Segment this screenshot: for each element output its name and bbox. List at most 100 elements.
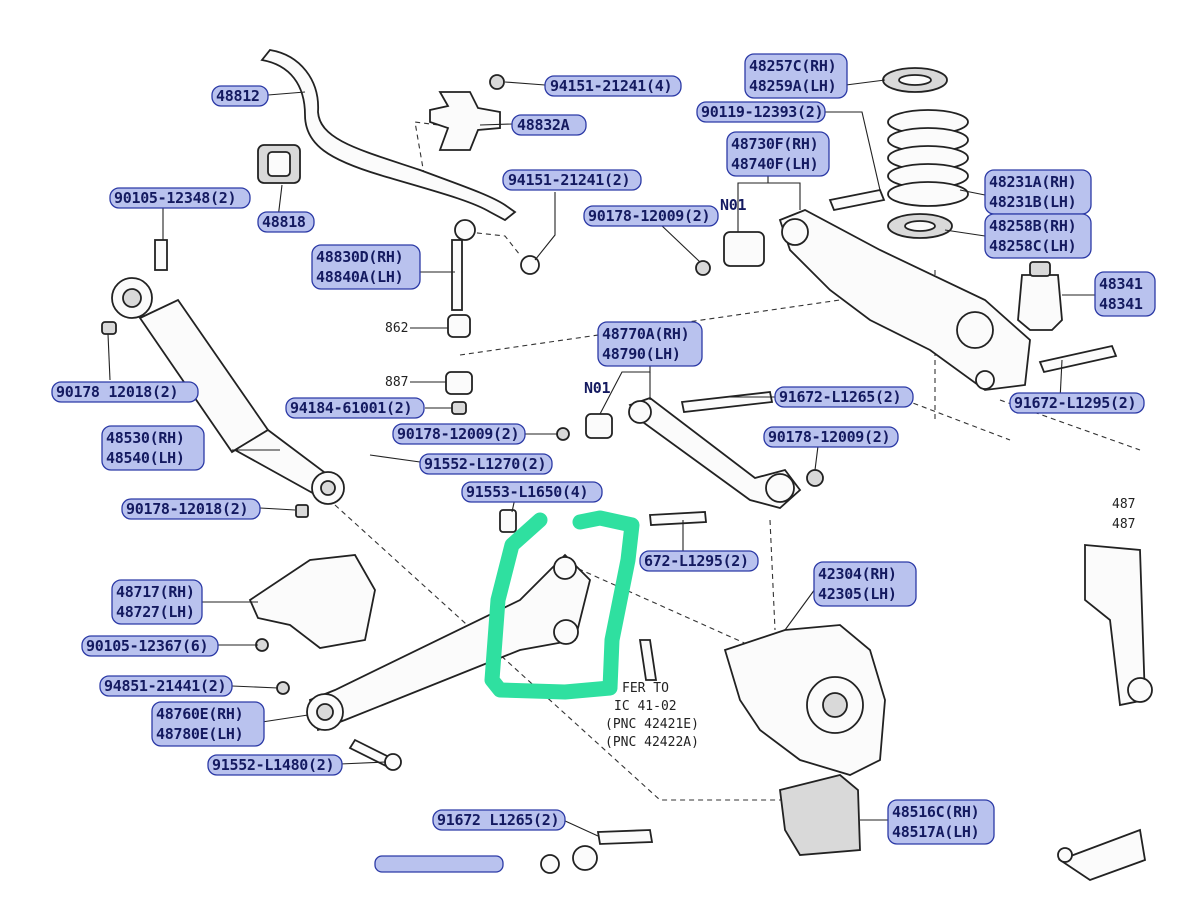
svg-text:(PNC 42421E): (PNC 42421E) xyxy=(605,717,699,732)
label-91552-l1480[interactable]: 91552-L1480(2) xyxy=(207,754,343,776)
svg-text:48717(RH): 48717(RH) xyxy=(116,583,195,601)
label-48341[interactable]: 48341 48341 xyxy=(1094,271,1156,317)
label-91672-l1295-right[interactable]: 91672-L1295(2) xyxy=(1009,392,1145,414)
label-90178-12018-lower[interactable]: 90178-12018(2) xyxy=(121,498,261,520)
label-48257c-48259a[interactable]: 48257C(RH) 48259A(LH) xyxy=(744,53,848,99)
svg-text:48257C(RH): 48257C(RH) xyxy=(749,57,836,75)
svg-text:90178-12009(2): 90178-12009(2) xyxy=(397,425,519,443)
svg-text:48812: 48812 xyxy=(216,87,260,105)
label-887: 887 xyxy=(385,375,408,390)
label-90178-12018-upper[interactable]: 90178 12018(2) xyxy=(51,381,199,403)
label-862: 862 xyxy=(385,321,408,336)
svg-text:48516C(RH): 48516C(RH) xyxy=(892,803,979,821)
highlight-marker xyxy=(484,510,640,700)
stabilizer-bar xyxy=(260,49,517,222)
svg-text:48341: 48341 xyxy=(1099,295,1143,313)
svg-text:N01: N01 xyxy=(584,379,610,397)
svg-text:IC 41-02: IC 41-02 xyxy=(614,699,677,714)
svg-text:48832A: 48832A xyxy=(517,116,570,134)
svg-text:94184-61001(2): 94184-61001(2) xyxy=(290,399,412,417)
label-48760e-48780e[interactable]: 48760E(RH) 48780E(LH) xyxy=(151,701,265,747)
arm-bracket xyxy=(248,554,376,649)
svg-text:862: 862 xyxy=(385,321,408,336)
parts xyxy=(101,49,1153,882)
label-48516c-48517a[interactable]: 48516C(RH) 48517A(LH) xyxy=(887,799,995,845)
svg-text:91672-L1265(2): 91672-L1265(2) xyxy=(779,388,901,406)
stabilizer-bracket xyxy=(429,91,501,151)
label-48231a-48231b[interactable]: 48231A(RH) 48231B(LH) xyxy=(984,169,1092,215)
label-94184-61001[interactable]: 94184-61001(2) xyxy=(285,397,425,419)
label-94151-21241-2[interactable]: 94151-21241(2) xyxy=(502,169,642,191)
label-90178-12009-middle[interactable]: 90178-12009(2) xyxy=(392,423,526,445)
label-48770a-48790[interactable]: 48770A(RH) 48790(LH) xyxy=(597,321,703,367)
label-48530-48540[interactable]: 48530(RH) 48540(LH) xyxy=(101,425,205,471)
label-487-partial: 487 487 xyxy=(1112,497,1135,532)
dust-deflector xyxy=(779,774,861,856)
label-48258b-48258c[interactable]: 48258B(RH) 48258C(LH) xyxy=(984,213,1092,259)
label-n01-upper: N01 xyxy=(720,196,747,214)
label-48812[interactable]: 48812 xyxy=(211,85,269,107)
svg-text:48830D(RH): 48830D(RH) xyxy=(316,248,403,266)
svg-text:91552-L1270(2): 91552-L1270(2) xyxy=(424,455,546,473)
svg-text:(PNC 42422A): (PNC 42422A) xyxy=(605,735,699,750)
label-94851-21441[interactable]: 94851-21441(2) xyxy=(99,675,233,697)
svg-text:48760E(RH): 48760E(RH) xyxy=(156,705,243,723)
svg-text:48530(RH): 48530(RH) xyxy=(106,429,185,447)
svg-text:487: 487 xyxy=(1112,497,1135,512)
bump-stopper xyxy=(1017,274,1063,331)
svg-text:N01: N01 xyxy=(720,196,746,214)
svg-text:90119-12393(2): 90119-12393(2) xyxy=(701,103,823,121)
svg-text:90178 12018(2): 90178 12018(2) xyxy=(56,383,178,401)
svg-text:94151-21241(2): 94151-21241(2) xyxy=(508,171,630,189)
label-90178-12009-right[interactable]: 90178-12009(2) xyxy=(763,426,899,448)
svg-text:90178-12018(2): 90178-12018(2) xyxy=(126,500,248,518)
stabilizer-link xyxy=(451,239,463,311)
svg-text:487: 487 xyxy=(1112,517,1135,532)
axle-knuckle xyxy=(723,624,886,776)
svg-text:48818: 48818 xyxy=(262,213,306,231)
label-94151-21241-4[interactable]: 94151-21241(4) xyxy=(544,75,682,97)
svg-text:48740F(LH): 48740F(LH) xyxy=(731,155,818,173)
svg-text:48730F(RH): 48730F(RH) xyxy=(731,135,818,153)
label-91553-l1650[interactable]: 91553-L1650(4) xyxy=(461,481,603,503)
label-48730f-48740f[interactable]: 48730F(RH) 48740F(LH) xyxy=(726,131,830,177)
svg-text:90178-12009(2): 90178-12009(2) xyxy=(588,207,710,225)
label-48717-48727[interactable]: 48717(RH) 48727(LH) xyxy=(111,579,203,625)
bushing-n01-upper xyxy=(723,231,765,267)
label-91672-l1265-upper[interactable]: 91672-L1265(2) xyxy=(774,386,914,408)
svg-text:48341: 48341 xyxy=(1099,275,1143,293)
upper-control-arm xyxy=(628,396,802,509)
label-90105-12348[interactable]: 90105-12348(2) xyxy=(109,187,251,209)
part-labels: 48812 94151-21241(4) 48832A 94151-21241(… xyxy=(51,53,1156,873)
svg-text:94151-21241(4): 94151-21241(4) xyxy=(550,77,672,95)
label-n01-lower: N01 xyxy=(584,379,611,397)
svg-text:FER TO: FER TO xyxy=(622,681,669,696)
svg-text:48231B(LH): 48231B(LH) xyxy=(989,193,1076,211)
label-672-l1295[interactable]: 672-L1295(2) xyxy=(639,550,759,572)
svg-text:48231A(RH): 48231A(RH) xyxy=(989,173,1076,191)
label-48818[interactable]: 48818 xyxy=(257,211,315,233)
svg-text:48258C(LH): 48258C(LH) xyxy=(989,237,1076,255)
label-refer-to: FER TO IC 41-02 (PNC 42421E) (PNC 42422A… xyxy=(605,681,699,750)
svg-text:42305(LH): 42305(LH) xyxy=(818,585,897,603)
label-90119-12393[interactable]: 90119-12393(2) xyxy=(696,101,826,123)
svg-text:48727(LH): 48727(LH) xyxy=(116,603,195,621)
svg-text:48540(LH): 48540(LH) xyxy=(106,449,185,467)
svg-text:887: 887 xyxy=(385,375,408,390)
label-48830d-48840a[interactable]: 48830D(RH) 48840A(LH) xyxy=(311,244,421,290)
label-42304-42305[interactable]: 42304(RH) 42305(LH) xyxy=(813,561,917,607)
label-90105-12367[interactable]: 90105-12367(6) xyxy=(81,635,219,657)
stabilizer-link-ball xyxy=(454,219,476,241)
label-91672-l1265-lower[interactable]: 91672 L1265(2) xyxy=(432,809,566,831)
svg-text:90178-12009(2): 90178-12009(2) xyxy=(768,428,890,446)
bushing-862 xyxy=(447,314,471,338)
svg-text:48258B(RH): 48258B(RH) xyxy=(989,217,1076,235)
label-90178-12009-upper[interactable]: 90178-12009(2) xyxy=(583,205,719,227)
bushing-887 xyxy=(445,371,473,395)
label-91552-l1270[interactable]: 91552-L1270(2) xyxy=(419,453,553,475)
svg-text:672-L1295(2): 672-L1295(2) xyxy=(644,552,749,570)
svg-text:48840A(LH): 48840A(LH) xyxy=(316,268,403,286)
label-48832a[interactable]: 48832A xyxy=(511,114,587,136)
svg-text:42304(RH): 42304(RH) xyxy=(818,565,897,583)
